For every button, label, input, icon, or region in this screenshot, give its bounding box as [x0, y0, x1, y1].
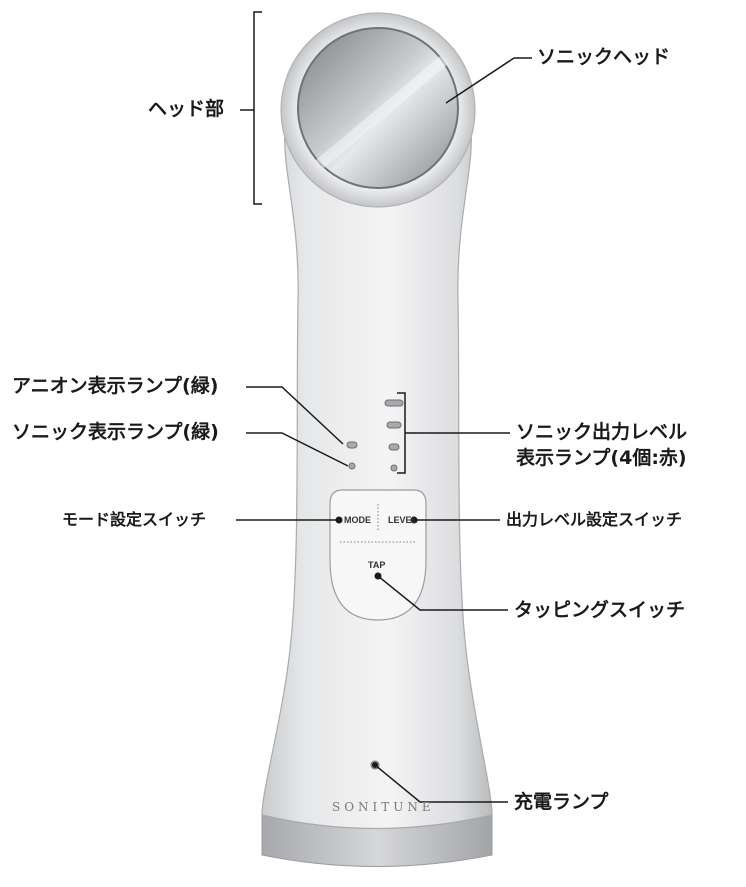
label-level-switch: 出力レベル設定スイッチ [506, 510, 683, 529]
level-lamp-4 [390, 464, 398, 472]
label-head-part: ヘッド部 [148, 98, 225, 120]
label-tapping-switch: タッピングスイッチ [514, 599, 686, 621]
head-bracket [253, 11, 262, 205]
brand-logo-text: SONITUNE [332, 800, 435, 814]
tap-dot [374, 572, 382, 580]
control-panel [329, 489, 427, 621]
anion-lamp [346, 441, 358, 449]
tap-leader [377, 575, 508, 611]
anion-leader [246, 386, 344, 445]
label-anion-lamp: アニオン表示ランプ(緑) [12, 375, 219, 397]
lens-highlight [316, 56, 448, 168]
level-dot [410, 516, 418, 524]
label-sonic-lamp: ソニック表示ランプ(緑) [12, 421, 219, 443]
label-sonic-head: ソニックヘッド [537, 46, 671, 68]
charge-leader [374, 764, 508, 803]
label-mode-switch: モード設定スイッチ [62, 510, 207, 529]
sonic-head-leader [445, 57, 532, 104]
level-button-text: LEVEL [388, 515, 418, 525]
level-lamp-2 [386, 421, 402, 429]
label-charge-lamp: 充電ランプ [514, 791, 609, 813]
mode-button-text: MODE [344, 515, 371, 525]
label-sonic-level-lamp-2: 表示ランプ(4個:赤) [516, 447, 687, 469]
device-body [261, 129, 493, 830]
label-sonic-level-lamp-1: ソニック出力レベル [516, 421, 688, 443]
sonic-lamp-leader [246, 432, 349, 467]
level-lamp-1 [384, 399, 404, 407]
level-lamp-3 [388, 443, 400, 451]
tap-button-text: TAP [368, 560, 386, 570]
charge-dot [372, 762, 378, 768]
mode-dot [335, 516, 343, 524]
sonic-lamp [348, 462, 356, 470]
